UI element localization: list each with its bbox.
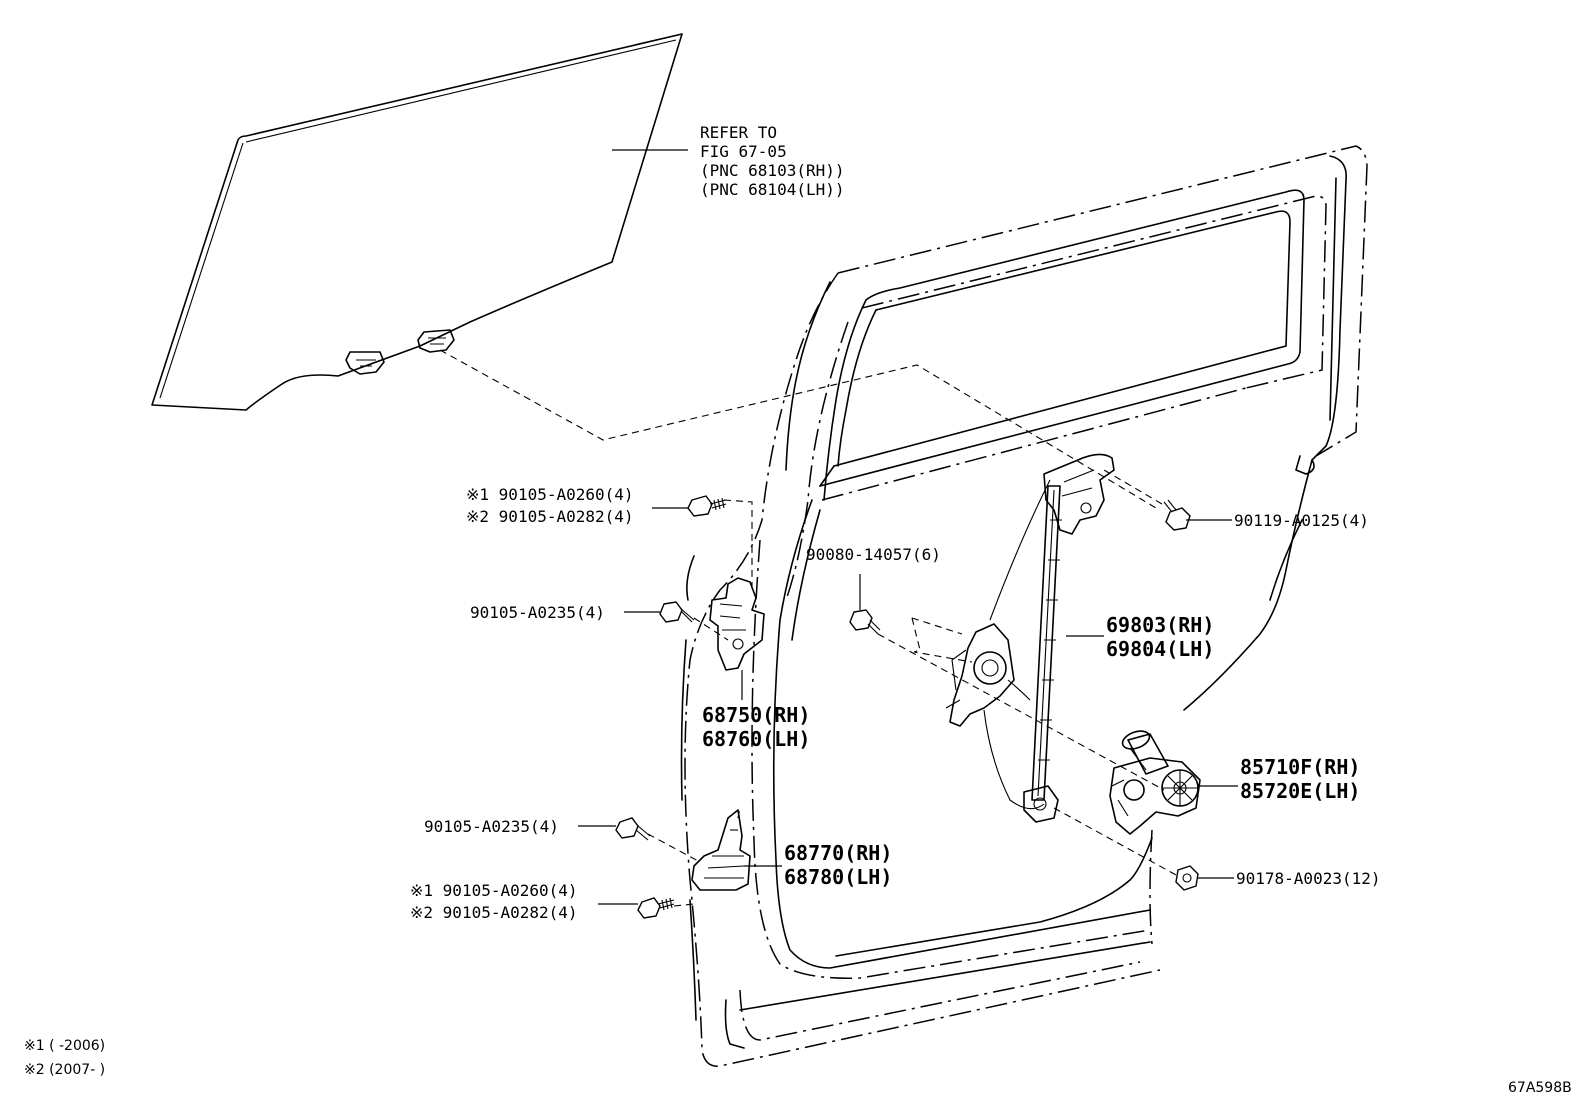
glass-note-line1: REFER TO	[700, 123, 777, 142]
door-shell	[680, 145, 1368, 1067]
lower-hinge-bolt-2-label: ※1 90105-A0260(4)	[410, 881, 578, 900]
lower-hinge-bolt-3-label: ※2 90105-A0282(4)	[410, 903, 578, 922]
legend-note-1: ※1 ( -2006)	[24, 1038, 105, 1054]
lower-hinge-bolt-1-label: 90105-A0235(4)	[424, 817, 559, 836]
door-glass	[151, 33, 683, 411]
figure-id: 67A598B	[1508, 1080, 1572, 1096]
nut-icon	[1175, 865, 1199, 891]
lower-hinge-rh-label: 68770(RH)	[784, 841, 892, 865]
upper-hinge-bolt-3-label: 90105-A0235(4)	[470, 603, 605, 622]
motor-rh-label: 85710F(RH)	[1240, 755, 1360, 779]
upper-hinge	[709, 577, 765, 671]
glass-reference-note: REFER TO FIG 67-05 (PNC 68103(RH)) (PNC …	[700, 123, 845, 199]
window-regulator	[945, 453, 1115, 823]
bolt-icon	[615, 817, 651, 841]
regulator-rh-label: 69803(RH)	[1106, 613, 1214, 637]
upper-hinge-rh-label: 68750(RH)	[702, 703, 810, 727]
lower-hinge	[691, 809, 751, 891]
glass-note-line3: (PNC 68103(RH))	[700, 161, 845, 180]
bolt-icon	[849, 609, 881, 635]
bolt-icon	[659, 601, 695, 623]
bolt-icon	[687, 495, 727, 517]
bolt-icon	[1163, 499, 1191, 531]
regulator-lh-label: 69804(LH)	[1106, 637, 1214, 661]
glass-note-line2: FIG 67-05	[700, 142, 787, 161]
legend-note-2: ※2 (2007- )	[24, 1062, 105, 1078]
nut-label: 90178-A0023(12)	[1236, 869, 1381, 888]
upper-hinge-lh-label: 68760(LH)	[702, 727, 810, 751]
lower-hinge-lh-label: 68780(LH)	[784, 865, 892, 889]
regulator-top-bolt-label: 90119-A0125(4)	[1234, 511, 1369, 530]
regulator-bolt-label: 90080-14057(6)	[806, 545, 941, 564]
upper-hinge-bolt-1-label: ※1 90105-A0260(4)	[466, 485, 634, 504]
bolt-icon	[637, 897, 675, 919]
glass-note-line4: (PNC 68104(LH))	[700, 180, 845, 199]
motor-lh-label: 85720E(LH)	[1240, 779, 1360, 803]
upper-hinge-bolt-2-label: ※2 90105-A0282(4)	[466, 507, 634, 526]
regulator-motor	[1109, 730, 1201, 835]
